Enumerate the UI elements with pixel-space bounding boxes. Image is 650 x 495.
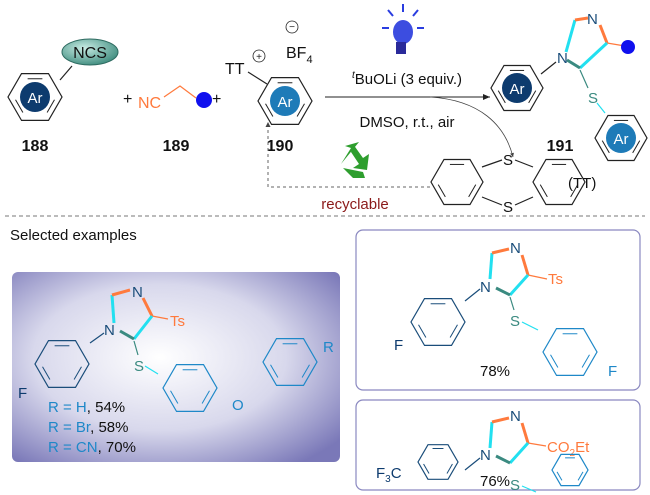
yield-item: R = Br, 58% [48, 419, 128, 436]
s-atom: S [134, 358, 144, 375]
yield-label: 78% [480, 363, 510, 380]
svg-text:N: N [510, 240, 521, 257]
minus-charge-icon [285, 20, 299, 34]
yield-item: R = H, 54% [48, 399, 125, 416]
featured-example: F N N Ts S O R R = H, 54% R = Br, 58% R … [12, 272, 340, 462]
svg-text:−: − [289, 22, 295, 33]
benzene-ring [7, 73, 63, 121]
benzene-ring [410, 298, 466, 346]
benzene-ring [490, 64, 544, 112]
benzene-ring [594, 114, 648, 162]
recycle-arrow [265, 122, 430, 188]
svg-text:S: S [510, 477, 520, 494]
base-condition: tBuOLi (3 equiv.) [352, 70, 462, 88]
ar-label: Ar [278, 94, 293, 111]
ester-group: CO2Et [547, 439, 590, 459]
compound-189: NC 189 [138, 85, 212, 155]
s-atom: S [503, 199, 513, 216]
light-bulb-icon [382, 4, 424, 54]
benzene-ring [257, 77, 313, 125]
yield-item: R = CN, 70% [48, 439, 136, 456]
f-atom: F [608, 363, 617, 380]
benzene-ring [430, 158, 484, 206]
compound-number: 188 [22, 138, 49, 155]
yield-label: 76% [480, 473, 510, 490]
ar-disc [270, 86, 300, 116]
s-atom: S [588, 90, 598, 107]
n-atom: N [557, 50, 568, 67]
n-atom: N [587, 11, 598, 28]
solvent-condition: DMSO, r.t., air [359, 114, 454, 131]
benzene-ring [162, 364, 218, 412]
benzene-ring [34, 340, 90, 388]
ncs-label: NCS [73, 45, 107, 62]
svg-text:S: S [510, 313, 520, 330]
product-191: Ar N N S Ar 191 [490, 11, 648, 162]
plus-sign: + [123, 91, 132, 108]
ar-label: Ar [510, 81, 525, 98]
substituent-dot [621, 40, 635, 54]
tt-label: TT [225, 61, 245, 78]
f-atom: F [394, 337, 403, 354]
svg-text:N: N [510, 408, 521, 425]
bf4-label: BF4 [286, 45, 313, 66]
benzene-ring [262, 338, 318, 386]
r-group: R [323, 339, 334, 356]
s-atom: S [503, 152, 513, 169]
f-atom: F [18, 385, 27, 402]
compound-190: TT + − BF4 Ar 190 [225, 20, 313, 155]
bond [59, 65, 73, 81]
svg-text:+: + [256, 52, 262, 63]
ts-group: Ts [548, 271, 563, 288]
plus-sign: + [212, 91, 221, 108]
ar-label: Ar [614, 131, 629, 148]
benzene-ring [532, 158, 586, 206]
section-heading: Selected examples [10, 227, 137, 244]
cf3-group: F3C [376, 465, 402, 485]
substituent-dot [196, 92, 212, 108]
byproduct-arrow [429, 96, 514, 158]
ar-label: Ar [28, 90, 43, 107]
n-atom: N [104, 322, 115, 339]
benzene-ring [542, 328, 598, 376]
tt-label: (TT) [568, 175, 596, 192]
ncs-ellipse [61, 38, 119, 66]
benzene-ring [417, 444, 459, 480]
nc-label: NC [138, 95, 161, 112]
ts-group: Ts [170, 313, 185, 330]
recyclable-label: recyclable [321, 196, 389, 213]
plus-charge-icon [252, 49, 266, 63]
compound-number: 191 [547, 138, 574, 155]
recycle-icon [341, 142, 369, 178]
compound-188: Ar NCS 188 [7, 38, 119, 155]
thianthrene-byproduct: S S (TT) [430, 152, 596, 216]
compound-number: 190 [267, 138, 294, 155]
example-2: F3C N N CO2Et S 76% [355, 399, 641, 494]
bond [163, 85, 197, 99]
benzene-ring [551, 453, 589, 487]
svg-text:N: N [480, 279, 491, 296]
example-1: F N N Ts S F 78% [355, 229, 641, 391]
ar-disc [20, 82, 50, 112]
o-atom: O [232, 397, 244, 414]
n-atom: N [132, 284, 143, 301]
compound-number: 189 [163, 138, 190, 155]
svg-text:N: N [480, 447, 491, 464]
